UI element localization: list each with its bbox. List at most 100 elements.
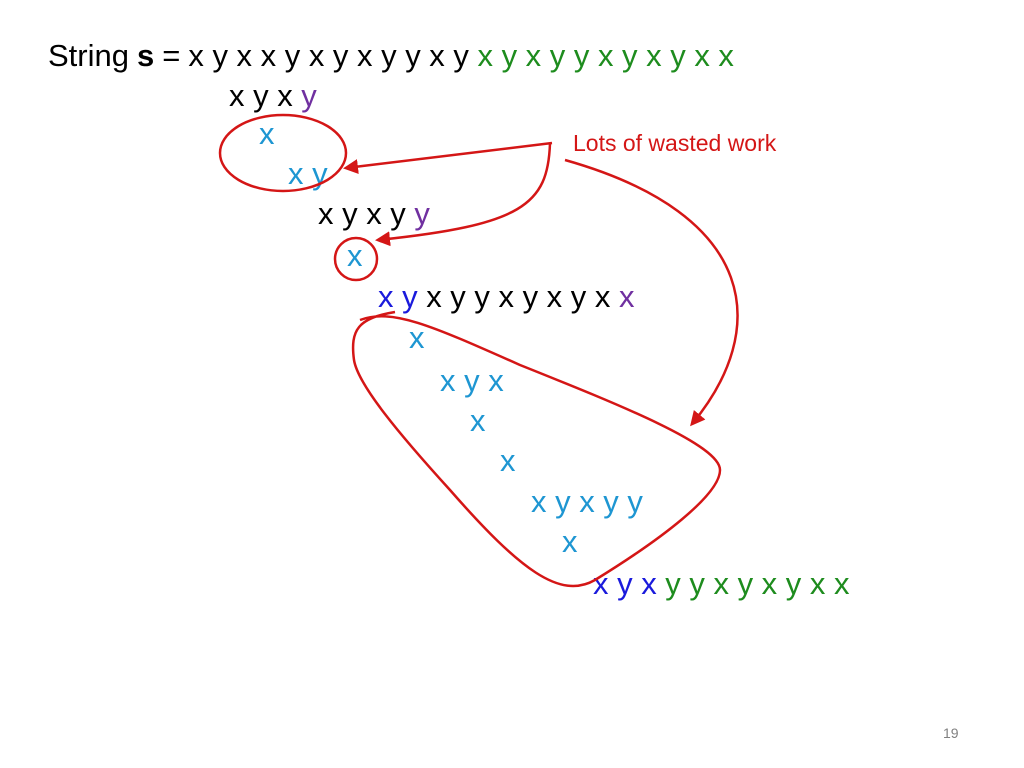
char-token: y — [501, 38, 518, 73]
row-tokens: x — [347, 238, 363, 273]
char-token: y — [670, 38, 686, 73]
char-token: y — [785, 566, 802, 601]
char-token: y — [381, 38, 397, 73]
char-token: y — [689, 566, 705, 601]
char-token: x — [357, 38, 373, 73]
char-token: y — [627, 484, 643, 519]
char-token: y — [342, 196, 358, 231]
char-token: x — [366, 196, 382, 231]
char-token: x — [531, 484, 547, 519]
char-token: y — [390, 196, 406, 231]
wasted-work-annotation: Lots of wasted work — [573, 130, 777, 156]
char-token: y — [464, 363, 480, 398]
char-token: y — [549, 38, 566, 73]
row-tokens: x — [259, 116, 275, 151]
char-token: x — [761, 566, 778, 601]
char-token: y — [405, 38, 421, 73]
wasted-work-circle-1 — [218, 113, 348, 193]
wasted-work-loop-outline — [351, 310, 722, 588]
match-row-12: x — [562, 524, 578, 560]
char-token: x — [694, 38, 710, 73]
char-token: x — [409, 320, 425, 355]
char-token: x — [525, 38, 542, 73]
char-token: x — [426, 279, 442, 314]
arrow-to-circle-1 — [343, 141, 553, 174]
match-row-7: x — [409, 320, 425, 356]
char-token: x — [594, 279, 611, 314]
char-token: y — [414, 196, 430, 231]
char-token: x — [277, 78, 293, 113]
row-tokens: x — [470, 403, 486, 438]
char-token: x — [498, 279, 514, 314]
title-prefix: String — [48, 38, 129, 73]
char-token: y — [617, 566, 633, 601]
char-token: x — [477, 38, 493, 73]
char-token: y — [570, 279, 587, 314]
char-token: x — [378, 279, 394, 314]
title-equals: = — [162, 38, 181, 73]
char-token: x — [641, 566, 657, 601]
char-token: x — [546, 279, 563, 314]
match-row-5: x — [347, 238, 363, 274]
char-token: y — [253, 78, 269, 113]
row-tokens: x — [500, 443, 516, 478]
char-token: x — [308, 38, 325, 73]
char-token: x — [470, 403, 486, 438]
row-tokens: x — [562, 524, 578, 559]
char-token: y — [603, 484, 619, 519]
match-row-2: x — [259, 116, 275, 152]
char-token: x — [713, 566, 729, 601]
char-token: y — [665, 566, 681, 601]
wasted-work-circle-2 — [333, 236, 379, 282]
row-tokens: x — [409, 320, 425, 355]
arrow-to-loop — [564, 158, 739, 427]
char-token: x — [579, 484, 595, 519]
char-token: y — [332, 38, 349, 73]
char-token: x — [718, 38, 734, 73]
char-token: y — [284, 38, 301, 73]
match-row-9: x — [470, 403, 486, 439]
char-token: y — [301, 78, 317, 113]
char-token: y — [402, 279, 418, 314]
char-token: x — [618, 279, 635, 314]
char-token: x — [500, 443, 516, 478]
char-token: y — [555, 484, 571, 519]
char-token: y — [573, 38, 590, 73]
char-token: x — [440, 363, 456, 398]
char-token: y — [622, 38, 638, 73]
arrow-to-circle-2 — [375, 142, 552, 247]
char-token: x — [318, 196, 334, 231]
title-variable: s — [136, 38, 155, 73]
char-token: x — [229, 78, 245, 113]
match-row-10: x — [500, 443, 516, 479]
char-token: y — [474, 279, 490, 314]
page-number: 19 — [943, 725, 959, 741]
char-token: x — [429, 38, 445, 73]
char-token: x — [809, 566, 826, 601]
char-token: x — [562, 524, 578, 559]
char-token: x — [236, 38, 253, 73]
char-token: y — [737, 566, 754, 601]
char-token: x — [260, 38, 277, 73]
char-token: y — [450, 279, 466, 314]
char-token: x — [488, 363, 504, 398]
char-token: y — [522, 279, 539, 314]
char-token: y — [453, 38, 469, 73]
char-token: x — [833, 566, 850, 601]
char-token: x — [288, 156, 304, 191]
